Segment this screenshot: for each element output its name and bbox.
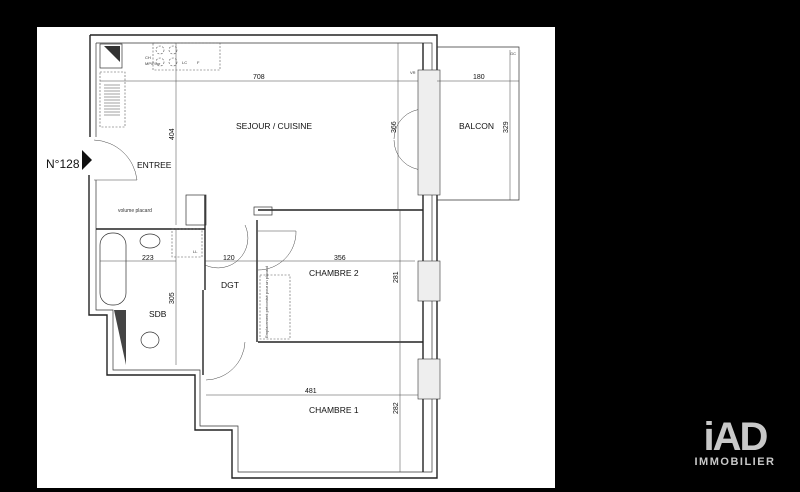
walls <box>88 34 520 479</box>
note-ll: LL <box>193 249 198 254</box>
dim-chambre2-width: 356 <box>334 255 346 262</box>
note-mp-four: MP/Four <box>145 61 161 66</box>
dim-chambre2-depth: 281 <box>393 271 400 283</box>
note-placard-reco: Emplacement préconisé pour un placard <box>264 266 269 338</box>
note-ch: CH <box>145 55 151 60</box>
room-label-sdb: SDB <box>149 309 167 319</box>
entrance-arrow-icon <box>82 150 92 170</box>
room-label-chambre2: CHAMBRE 2 <box>309 268 359 278</box>
room-label-chambre1: CHAMBRE 1 <box>309 405 359 415</box>
dim-sdb-width: 223 <box>142 255 154 262</box>
note-vr: VR <box>410 70 416 75</box>
note-lc: LC <box>182 60 187 65</box>
dim-balcon-width: 180 <box>473 74 485 81</box>
room-label-dgt: DGT <box>221 280 239 290</box>
note-f: F <box>197 60 200 65</box>
note-volume-placard: volume placard <box>118 208 152 214</box>
dim-chambre1-width: 481 <box>305 388 317 395</box>
logo-mark: iAD <box>703 415 769 459</box>
fixtures <box>82 42 441 400</box>
dim-sdb-depth: 305 <box>169 292 176 304</box>
room-label-balcon: BALCON <box>459 121 494 131</box>
unit-number: N°128 <box>46 157 80 171</box>
dimension-lines <box>100 43 519 472</box>
logo-subtitle: IMMOBILIER <box>694 456 776 468</box>
floor-plan: SEJOUR / CUISINE BALCON ENTREE DGT SDB C… <box>46 34 520 479</box>
room-label-sejour: SEJOUR / CUISINE <box>236 121 312 131</box>
dim-chambre1-depth: 282 <box>393 402 400 414</box>
doors <box>93 108 425 381</box>
dim-sejour-window: 366 <box>391 121 398 133</box>
note-gc: GC <box>510 51 516 56</box>
floor-plan-sheet: SEJOUR / CUISINE BALCON ENTREE DGT SDB C… <box>37 27 555 488</box>
iad-logo: iAD IMMOBILIER <box>690 415 780 468</box>
dim-dgt-width: 120 <box>223 255 235 262</box>
dim-sejour-depth: 404 <box>169 128 176 140</box>
dim-balcon-depth: 329 <box>503 121 510 133</box>
room-label-entree: ENTREE <box>137 160 172 170</box>
dim-sejour-width: 708 <box>253 74 265 81</box>
